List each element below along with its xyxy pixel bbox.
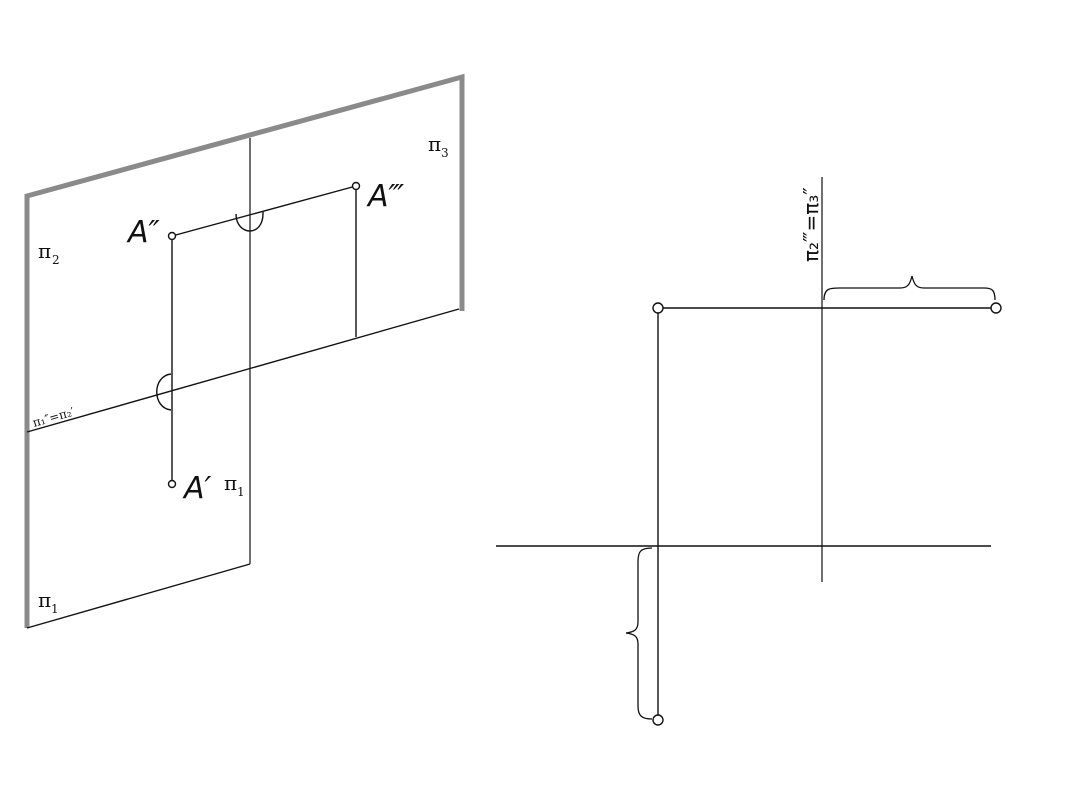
point-a2 xyxy=(167,231,177,241)
epure-point-a3 xyxy=(990,302,1002,314)
label-pi2-sub: 2 xyxy=(52,253,60,267)
label-axis-z23: π₂‴=π₃″ xyxy=(799,187,823,262)
epure-point-a2 xyxy=(652,302,664,314)
label-pi3-sub: 3 xyxy=(441,146,449,160)
label-pi2: π xyxy=(38,239,51,263)
brace-small-top xyxy=(235,211,264,232)
epure-point-a1 xyxy=(652,714,664,726)
axis-x12-line xyxy=(26,308,460,433)
label-a-triple-prime: A‴ xyxy=(366,179,405,214)
point-a3 xyxy=(351,181,361,191)
point-a1 xyxy=(167,479,177,489)
label-pi1-bottom: π xyxy=(38,588,51,612)
projector-a2-a3 xyxy=(171,185,357,237)
label-a-prime: A′ xyxy=(182,471,212,506)
spatial-view: A″ A‴ A′ π 2 π 3 π 1 π 1 π₁″=π₂′ xyxy=(24,73,465,629)
brace-small-left xyxy=(156,373,172,411)
label-pi1-center: π xyxy=(224,471,237,495)
label-a-double-prime: A″ xyxy=(126,215,161,250)
label-axis-x12: π₁″=π₂′ xyxy=(31,405,76,430)
label-pi3: π xyxy=(428,132,441,156)
label-pi1-bottom-sub: 1 xyxy=(51,602,59,616)
label-pi1-center-sub: 1 xyxy=(237,485,245,499)
brace-top xyxy=(823,275,996,301)
epure-view: π₂‴=π₃″ xyxy=(496,177,1002,726)
brace-left xyxy=(625,547,653,720)
pi1-bottom-edge xyxy=(26,563,251,629)
plane-frame xyxy=(24,73,465,628)
